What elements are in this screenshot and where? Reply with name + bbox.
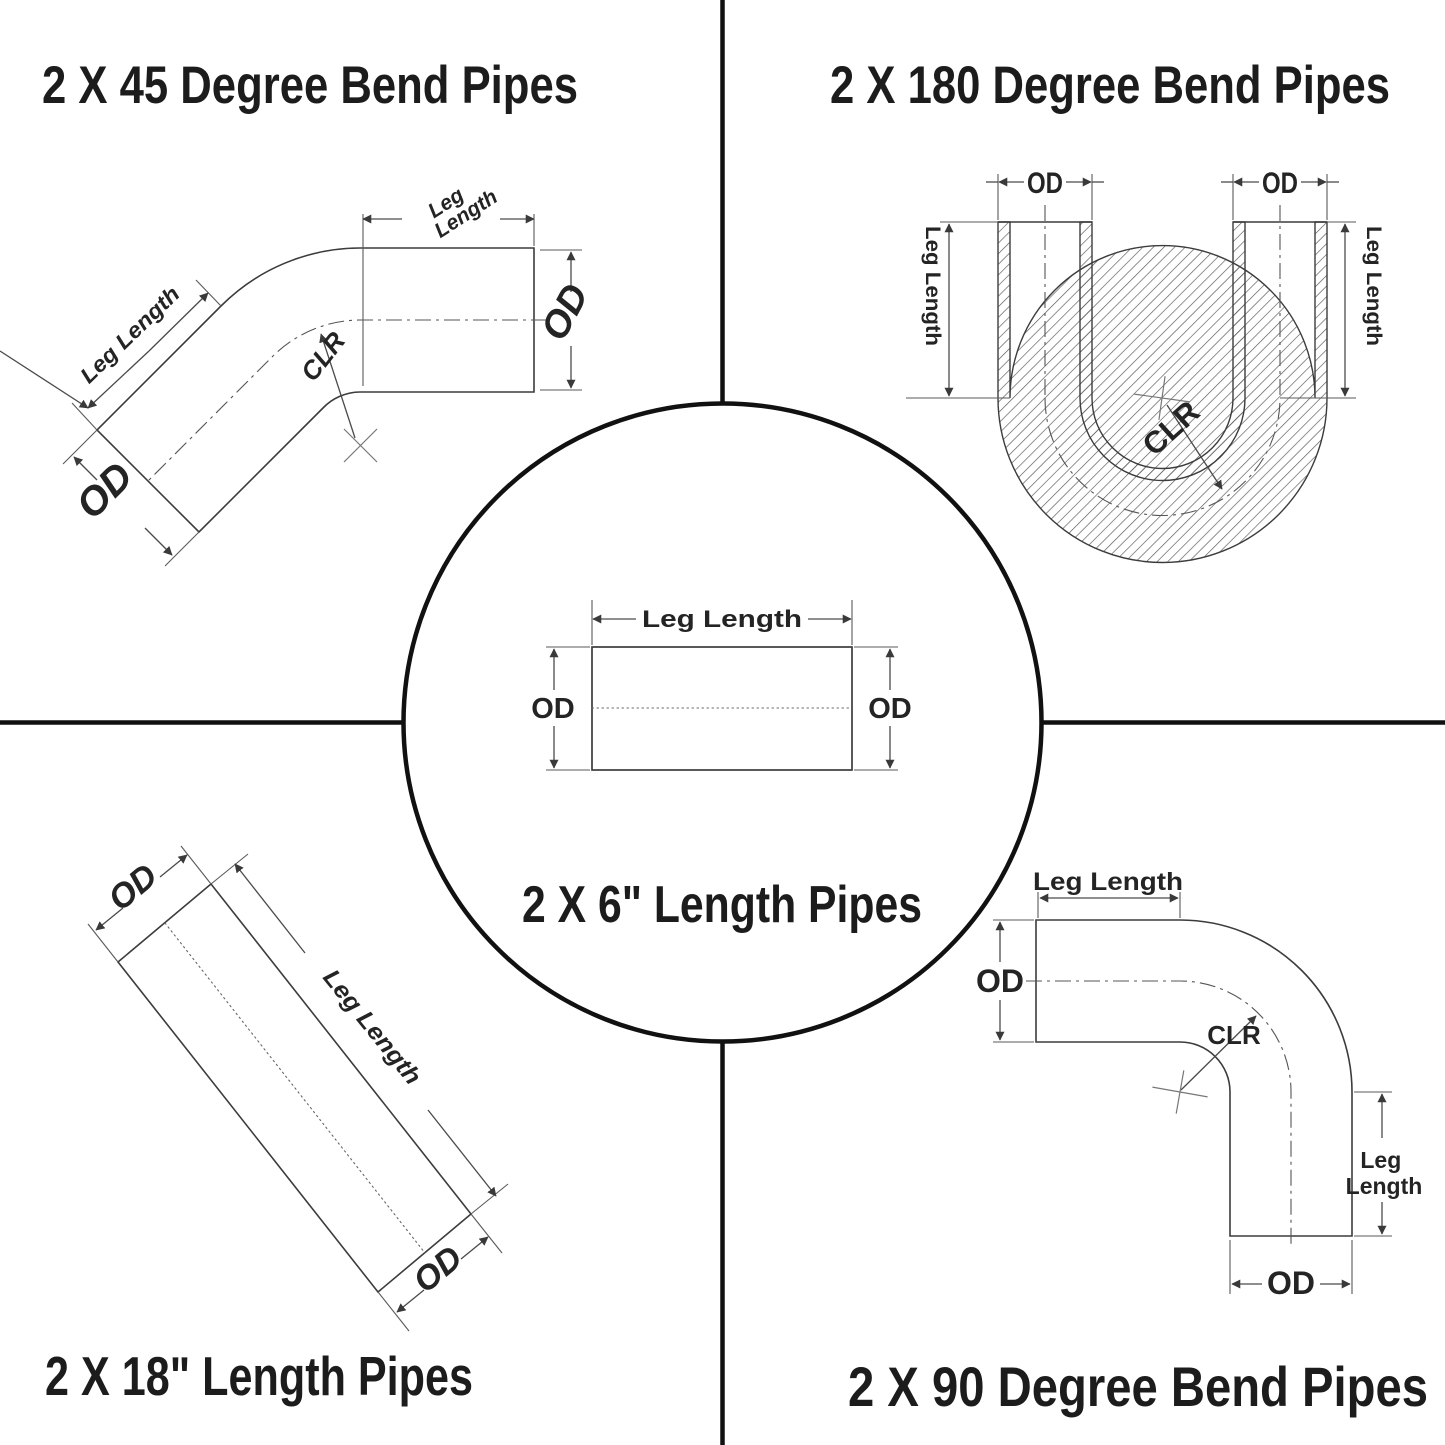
- label-od: OD: [533, 277, 597, 347]
- label-od: OD: [406, 1239, 469, 1301]
- label-leg-length: Leg Length: [420, 168, 502, 242]
- panel-18in-straight: OD Leg Length OD 2 X 18" Length Pipes: [45, 845, 509, 1407]
- label-od: OD: [1027, 167, 1063, 200]
- label-od: OD: [101, 857, 164, 919]
- panel-180-degree: 2 X 180 Degree Bend Pipes OD OD Leg Leng…: [830, 56, 1390, 564]
- dim-od-bottom: [396, 1289, 425, 1313]
- panel-title: 2 X 180 Degree Bend Pipes: [830, 56, 1390, 115]
- extension-line: [164, 531, 200, 567]
- dim-od-top: [95, 907, 124, 931]
- clr-leader: [1166, 404, 1223, 490]
- label-leg-length: Leg Length: [642, 606, 802, 633]
- extension-line: [195, 279, 222, 307]
- extension-line: [62, 429, 98, 465]
- label-od: OD: [1267, 1265, 1315, 1301]
- dim-od-bottom: [460, 1236, 489, 1260]
- label-od: OD: [1262, 167, 1298, 200]
- bend-center-mark: [343, 428, 378, 463]
- panel-title: 2 X 90 Degree Bend Pipes: [848, 1355, 1428, 1418]
- extension-line: [210, 853, 249, 885]
- label-leg-length: Leg Length: [1346, 1147, 1423, 1199]
- dim-leg-diag: [87, 350, 150, 409]
- panel-title: 2 X 45 Degree Bend Pipes: [42, 56, 578, 115]
- label-leg-length: Leg Length: [921, 226, 944, 346]
- label-clr: CLR: [295, 326, 352, 387]
- dim-od-top: [159, 854, 188, 878]
- label-od: OD: [976, 963, 1024, 999]
- label-leg-length: Leg Length: [317, 964, 426, 1090]
- pipe-18in-centerline: [164, 922, 426, 1254]
- pipe-180-inner-wall: [1079, 221, 1246, 482]
- extension-line: [71, 402, 98, 431]
- extension-line: [470, 1183, 509, 1215]
- panel-6in-straight: Leg Length OD OD 2 X 6" Length Pipes: [522, 600, 922, 934]
- label-leg-length: Leg Length: [75, 281, 184, 388]
- panel-title: 2 X 6" Length Pipes: [522, 876, 922, 934]
- label-clr: CLR: [1207, 1020, 1261, 1050]
- dim-od-diag: [73, 456, 98, 481]
- label-leg-length: Leg Length: [1362, 226, 1385, 346]
- pipe-90-centerline: [1026, 980, 1292, 1248]
- centerline-arc: [1044, 397, 1281, 516]
- label-od: OD: [531, 693, 575, 725]
- dim-leg-diag: [0, 350, 89, 409]
- pipe-90-outline: [1035, 919, 1353, 1237]
- extension-line: [470, 1213, 503, 1254]
- dim-leg-diag: [148, 292, 209, 352]
- bend-center-mark: [1152, 1070, 1208, 1114]
- extension-line: [87, 923, 119, 963]
- pipe-45-outline: [95, 247, 535, 534]
- dim-leg-length: [427, 1109, 497, 1197]
- dim-leg-length: [234, 863, 306, 954]
- extension-line: [377, 1291, 410, 1332]
- label-od: OD: [868, 693, 912, 725]
- clr-leader: [319, 333, 356, 439]
- panel-90-degree: Leg Length OD CLR Leg Length OD 2 X 90 D…: [848, 868, 1428, 1418]
- label-leg-length: Leg Length: [1033, 868, 1183, 896]
- extension-line: [180, 845, 212, 885]
- dim-od-diag: [144, 527, 173, 556]
- bend-center-mark: [1134, 376, 1190, 420]
- center-circle: [401, 401, 1044, 1044]
- panel-title: 2 X 18" Length Pipes: [45, 1345, 473, 1407]
- clr-leader: [1180, 1015, 1257, 1091]
- pipe-45-centerline: [147, 319, 547, 482]
- label-od: OD: [68, 454, 142, 528]
